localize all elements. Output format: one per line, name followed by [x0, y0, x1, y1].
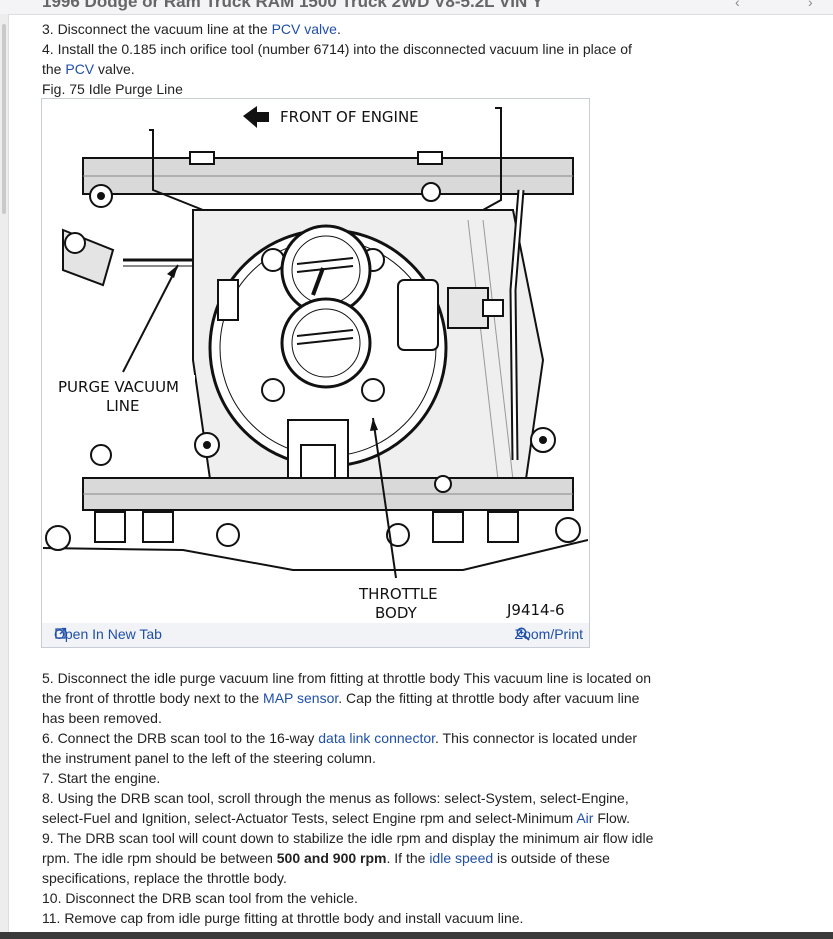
figure-idle-purge-line[interactable]: FRONT OF ENGINE — [41, 98, 590, 648]
link-air[interactable]: Air — [576, 810, 594, 826]
step-10: 10. Disconnect the DRB scan tool from th… — [42, 890, 358, 906]
step-8: 8. Using the DRB scan tool, scroll throu… — [42, 790, 631, 826]
open-new-tab-icon — [55, 627, 67, 639]
front-arrow-icon — [243, 106, 269, 128]
link-map-sensor[interactable]: MAP sensor — [263, 690, 339, 706]
link-idle-speed[interactable]: idle speed — [429, 850, 494, 866]
label-figure-code: J9414-6 — [506, 601, 565, 619]
chevron-right-icon[interactable]: › — [808, 0, 813, 10]
link-pcv[interactable]: PCV — [65, 61, 95, 77]
label-front-of-engine: FRONT OF ENGINE — [280, 108, 419, 126]
left-scrollbar[interactable] — [0, 14, 9, 939]
step-11: 11. Remove cap from idle purge fitting a… — [42, 910, 524, 926]
zoom-print-link[interactable]: Zoom/Print — [514, 626, 583, 642]
step-9: 9. The DRB scan tool will count down to … — [42, 830, 654, 886]
scrollbar-thumb[interactable] — [2, 24, 6, 214]
magnifier-icon — [516, 627, 530, 641]
label-body: BODY — [375, 604, 418, 622]
step-5: 5. Disconnect the idle purge vacuum line… — [42, 670, 652, 726]
step-7: 7. Start the engine. — [42, 770, 161, 786]
chevron-left-icon[interactable]: ‹ — [735, 0, 740, 10]
window-title-bar: 1996 Dodge or Ram Truck RAM 1500 Truck 2… — [0, 0, 833, 15]
open-in-new-tab-link[interactable]: Open In New Tab — [54, 626, 162, 642]
step-3: 3. Disconnect the vacuum line at the PCV… — [42, 21, 341, 37]
label-purge-line: LINE — [106, 397, 139, 415]
figure-toolbar: Open In New Tab Zoom/Print — [42, 623, 589, 647]
document-title: 1996 Dodge or Ram Truck RAM 1500 Truck 2… — [42, 0, 544, 11]
step-4: 4. Install the 0.185 inch orifice tool (… — [42, 41, 632, 77]
procedure-steps-bottom: 5. Disconnect the idle purge vacuum line… — [42, 668, 654, 928]
figure-caption: Fig. 75 Idle Purge Line — [42, 81, 183, 97]
label-purge-vacuum: PURGE VACUUM — [58, 378, 179, 396]
bottom-taskbar — [0, 932, 833, 939]
idle-rpm-range: 500 and 900 rpm — [276, 850, 387, 866]
step-6: 6. Connect the DRB scan tool to the 16-w… — [42, 730, 638, 766]
engine-diagram: FRONT OF ENGINE — [43, 106, 588, 622]
link-data-link-connector[interactable]: data link connector — [318, 730, 436, 746]
link-pcv-valve[interactable]: PCV valve — [271, 21, 337, 37]
procedure-steps-top: 3. Disconnect the vacuum line at the PCV… — [42, 19, 654, 99]
label-throttle: THROTTLE — [358, 585, 438, 603]
